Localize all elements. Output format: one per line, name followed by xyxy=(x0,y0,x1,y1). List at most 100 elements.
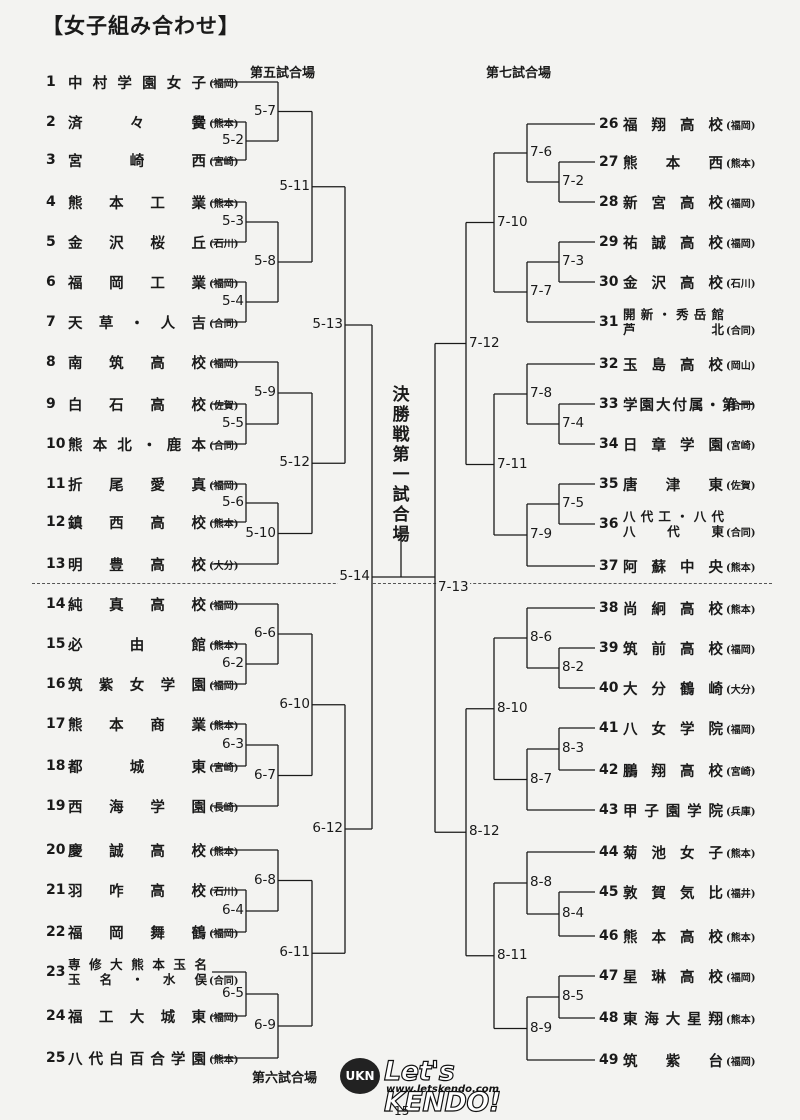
match-label: 8-2 xyxy=(561,659,586,675)
logo-url: www.letskendo.com xyxy=(386,1084,500,1095)
team-number: 10 xyxy=(46,436,66,452)
team-number: 24 xyxy=(46,1008,66,1024)
team-prefecture: (熊本) xyxy=(209,118,239,130)
team-prefecture: (福岡) xyxy=(209,600,239,612)
match-label: 7-3 xyxy=(561,253,586,269)
team-prefecture: (合同) xyxy=(726,528,756,539)
match-label: 5-12 xyxy=(278,454,311,471)
match-label: 6-11 xyxy=(278,944,311,961)
team-name: 熊本西 xyxy=(623,154,725,172)
team-name: 折尾愛真 xyxy=(68,476,208,494)
match-label: 8-12 xyxy=(468,823,501,840)
team-name: 福岡工業 xyxy=(68,274,208,292)
team-name: 済々黌 xyxy=(68,114,208,132)
match-label: 5-3 xyxy=(220,213,245,229)
team-name: 金沢高校 xyxy=(623,274,725,292)
match-label: 7-8 xyxy=(529,385,554,401)
team-number: 28 xyxy=(599,194,619,210)
team-number: 38 xyxy=(599,600,619,616)
match-label: 8-8 xyxy=(529,874,554,890)
team-number: 12 xyxy=(46,514,66,530)
team-name: 筑紫女学園 xyxy=(68,676,208,694)
match-label: 8-5 xyxy=(561,988,586,1004)
team-name: 南筑高校 xyxy=(68,354,208,372)
final-match-label: 決勝戦 第一試 合場 xyxy=(392,385,410,545)
team-number: 19 xyxy=(46,798,66,814)
team-prefecture: (石川) xyxy=(209,238,239,250)
team-prefecture: (長崎) xyxy=(209,802,239,814)
team-number: 17 xyxy=(46,716,66,732)
team-number: 41 xyxy=(599,720,619,736)
team-number: 2 xyxy=(46,114,56,130)
team-prefecture: (熊本) xyxy=(726,158,756,170)
team-prefecture: (熊本) xyxy=(209,846,239,858)
team-number: 34 xyxy=(599,436,619,452)
team-prefecture: (福岡) xyxy=(209,1012,239,1024)
team-name: 明豊高校 xyxy=(68,556,208,574)
team-prefecture: (合同) xyxy=(726,326,756,337)
venue-label-5: 第五試合場 xyxy=(250,66,316,81)
team-prefecture: (合同) xyxy=(209,318,239,330)
team-name: 羽咋高校 xyxy=(68,882,208,900)
team-number: 21 xyxy=(46,882,66,898)
match-label: 8-10 xyxy=(496,699,529,716)
match-label: 7-10 xyxy=(496,213,529,230)
team-number: 23 xyxy=(46,964,66,980)
team-name: 都城東 xyxy=(68,758,208,776)
logo-mark: UKN xyxy=(340,1058,380,1094)
team-prefecture: (兵庫) xyxy=(726,806,756,818)
match-label: 5-7 xyxy=(252,102,277,119)
team-prefecture: (宮崎) xyxy=(726,440,756,452)
team-prefecture: (熊本) xyxy=(209,1054,239,1066)
team-number: 29 xyxy=(599,234,619,250)
team-name: 鎮西高校 xyxy=(68,514,208,532)
match-label: 5-9 xyxy=(252,384,277,400)
team-name: 菊池女子 xyxy=(623,844,725,862)
match-label: 8-9 xyxy=(529,1019,554,1036)
match-label: 8-6 xyxy=(529,629,554,645)
team-name: 福翔高校 xyxy=(623,116,725,134)
team-prefecture: (福岡) xyxy=(726,724,756,736)
team-number: 8 xyxy=(46,354,56,370)
team-name: 慶誠高校 xyxy=(68,842,208,860)
team-prefecture: (佐賀) xyxy=(726,480,756,492)
team-prefecture: (福岡) xyxy=(209,928,239,940)
match-label: 5-2 xyxy=(220,132,245,148)
match-label: 8-11 xyxy=(496,946,529,963)
team-prefecture: (合同) xyxy=(209,440,239,452)
match-label: 6-4 xyxy=(220,902,245,918)
match-label: 6-12 xyxy=(311,820,344,836)
team-prefecture: (熊本) xyxy=(209,640,239,652)
match-label: 5-6 xyxy=(220,494,245,510)
match-label: 6-2 xyxy=(220,655,245,671)
team-name: 筑紫台 xyxy=(623,1052,725,1070)
team-prefecture: (石川) xyxy=(726,278,756,290)
team-prefecture: (熊本) xyxy=(209,518,239,530)
team-prefecture: (福岡) xyxy=(726,644,756,656)
match-label: 5-10 xyxy=(244,524,277,541)
team-prefecture: (熊本) xyxy=(209,720,239,732)
team-number: 25 xyxy=(46,1050,66,1066)
team-prefecture: (福岡) xyxy=(209,480,239,492)
team-name: 宮崎西 xyxy=(68,152,208,170)
match-label: 7-9 xyxy=(529,526,554,542)
